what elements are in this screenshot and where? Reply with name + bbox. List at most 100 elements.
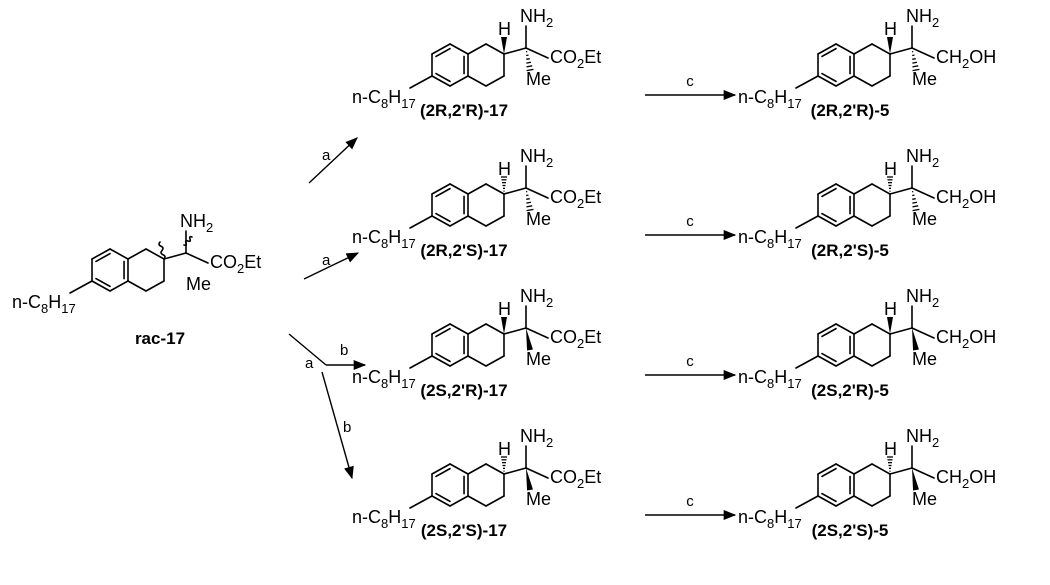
methyl-wedge	[912, 468, 919, 491]
ring-bond	[853, 323, 873, 335]
methyl-hash	[911, 50, 920, 72]
ring-bond	[467, 75, 487, 87]
ring-bond	[835, 323, 855, 335]
hash-stroke	[912, 198, 916, 200]
ring-bond	[485, 215, 505, 227]
formula-segment: CO	[550, 467, 577, 487]
ester-label: CO2Et	[210, 252, 261, 276]
aromatic-double-bond	[435, 72, 451, 83]
aromatic-double-bond	[435, 212, 451, 223]
subscript: 17	[401, 376, 415, 391]
amine-label: NH2	[906, 426, 939, 450]
octyl-bond	[409, 355, 433, 369]
reagent-c-label: c	[686, 493, 694, 510]
reagent-c-label: c	[686, 353, 694, 370]
aromatic-double-bond	[821, 327, 837, 338]
formula-segment: Et	[244, 252, 261, 272]
ring-bond	[485, 463, 505, 475]
aromatic-double-bond	[821, 47, 837, 58]
ring-bond	[817, 75, 837, 87]
ring-bond	[467, 215, 487, 227]
formula-segment: H	[774, 227, 787, 247]
ring-bond	[817, 463, 837, 475]
formula-segment: CH	[936, 47, 962, 67]
alcohol-1-label: (2R,2'S)-5	[811, 241, 889, 260]
ring-bond	[871, 75, 891, 87]
subscript: 2	[932, 295, 939, 310]
side-chain-bond	[889, 467, 913, 475]
formula-segment: NH	[520, 286, 546, 306]
branch-line	[288, 333, 327, 366]
ring-bond	[449, 75, 469, 87]
alcohol-label: CH2OH	[936, 47, 996, 71]
ring-bond	[449, 183, 469, 195]
ring-bond	[817, 495, 837, 507]
aromatic-double-bond	[821, 352, 837, 363]
ring-bond	[835, 463, 855, 475]
formula-segment: CH	[936, 187, 962, 207]
methyl-label: Me	[526, 489, 551, 509]
ring-bond	[871, 43, 891, 55]
octyl-chain-label: n-C8H17	[352, 227, 416, 251]
subscript: 17	[787, 236, 801, 251]
ring-bond	[817, 215, 837, 227]
subscript: 17	[401, 236, 415, 251]
hash-stroke	[912, 61, 918, 64]
formula-segment: H	[48, 292, 61, 312]
side-chain-bond	[503, 467, 527, 475]
octyl-bond	[409, 495, 433, 509]
subscript: 2	[932, 435, 939, 450]
ring-bond	[835, 183, 855, 195]
octyl-chain-label: n-C8H17	[352, 87, 416, 111]
ring-bond	[835, 495, 855, 507]
formula-segment: CO	[210, 252, 237, 272]
octyl-bond	[409, 215, 433, 229]
ring-bond	[109, 280, 129, 292]
amine-label: NH2	[180, 211, 213, 235]
methyl-wedge	[526, 468, 533, 491]
ring-bond	[817, 355, 837, 367]
formula-segment: H	[774, 507, 787, 527]
ester-label: CO2Et	[550, 467, 601, 491]
octyl-chain-label: n-C8H17	[12, 292, 76, 316]
alcohol-label: CH2OH	[936, 187, 996, 211]
ring-bond	[467, 183, 487, 195]
aromatic-double-bond	[821, 467, 837, 478]
ring-bond	[431, 355, 451, 367]
subscript: 2	[577, 56, 584, 71]
side-chain-bond	[889, 187, 913, 195]
formula-segment: OH	[969, 327, 996, 347]
octyl-chain-label: n-C8H17	[352, 367, 416, 391]
formula-segment: CO	[550, 187, 577, 207]
subscript: 17	[401, 96, 415, 111]
ring-bond	[853, 495, 873, 507]
carbonyl-bond	[525, 467, 549, 479]
formula-segment: NH	[906, 286, 932, 306]
reagent-label: b	[340, 342, 348, 359]
ring-bond	[853, 215, 873, 227]
octyl-chain-label: n-C8H17	[352, 507, 416, 531]
reagent-c-label: c	[686, 213, 694, 230]
carbonyl-bond	[525, 187, 549, 199]
hash-stroke	[912, 208, 920, 212]
reagent-label: a	[322, 252, 331, 269]
formula-segment: H	[388, 367, 401, 387]
hash-stroke	[526, 205, 533, 208]
carbonyl-bond	[911, 47, 935, 59]
hydrogen-label: H	[498, 19, 511, 39]
ring-bond	[871, 463, 891, 475]
ring-bond	[485, 75, 505, 87]
subscript: 8	[767, 516, 774, 531]
ring-bond	[853, 43, 873, 55]
ring-bond	[467, 323, 487, 335]
formula-segment: NH	[906, 146, 932, 166]
ring-bond	[853, 355, 873, 367]
reagent-label: a	[322, 147, 331, 164]
ester-label: CO2Et	[550, 327, 601, 351]
